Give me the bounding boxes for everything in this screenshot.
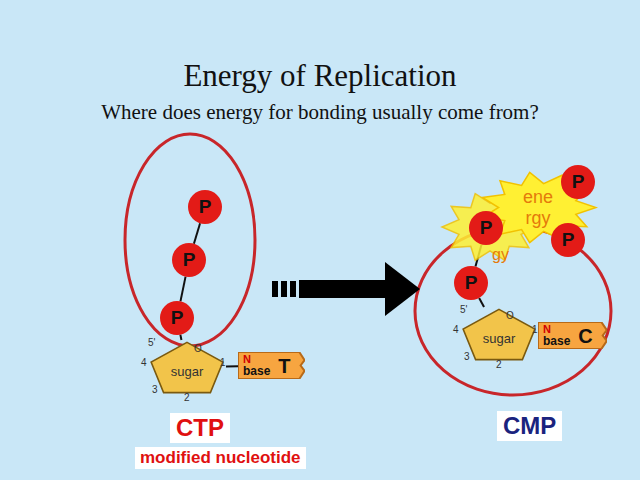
bond-stroke [180,335,181,340]
bond-stroke [479,298,484,307]
sugar-label: sugar [483,323,516,346]
energy-label: gy [492,246,509,264]
carbon-number: 3 [152,384,158,395]
base-box: Nbase T [238,352,305,379]
phosphate-circle: P [172,243,206,277]
bond-stroke [226,365,238,367]
carbon-number: 5' [460,304,467,315]
carbon-number: 2 [496,359,502,370]
bond-stroke [180,277,185,302]
phosphate-circle: P [188,190,222,224]
molecule-name: CMP [497,411,562,441]
reaction-arrow [272,262,420,316]
phosphate-label: P [562,229,575,250]
bond-line [180,335,181,340]
base-word: base [543,335,570,347]
phosphate-circle: P [561,165,595,199]
bond-line [479,298,484,307]
group-ellipse [125,134,255,346]
carbon-number: 5' [148,337,155,348]
base-letter: C [578,326,592,346]
base-word: base [243,365,270,377]
sugar-pentagon: sugar [460,307,538,362]
base-box: Nbase C [538,322,607,349]
phosphate-label: P [171,307,184,328]
carbon-number: 4 [453,324,459,335]
base-n: N [243,354,270,365]
bond-line [180,277,185,302]
pentagon-shape [463,309,535,359]
carbon-number: 4 [141,357,147,368]
base-letter: T [278,356,290,376]
carbon-number: 3 [464,351,470,362]
sugar-pentagon: sugar [148,340,226,395]
pentagon-shape [151,342,223,392]
note: modified nucleotide [135,447,306,469]
carbon-number: O [194,343,202,354]
phosphate-label: P [480,217,493,238]
subtitle: Where does energy for bonding usually co… [0,100,640,125]
bond-line [226,366,238,367]
phosphate-circle: P [551,223,585,257]
base-shape [238,352,305,379]
carbon-number: O [506,310,514,321]
base-text-column: Nbase [543,324,570,347]
bond-stroke [194,223,200,243]
energy-label: ene rgy [516,187,560,229]
group-ellipse [415,227,611,395]
bond-line [194,223,200,243]
base-shape [538,322,607,349]
carbon-number: 1 [532,324,538,335]
phosphate-label: P [183,249,196,270]
phosphate-circle: P [454,266,488,300]
phosphate-circle: P [160,301,194,335]
base-text-column: Nbase [243,354,270,377]
base-n: N [543,324,570,335]
phosphate-label: P [572,171,585,192]
carbon-number: 1 [220,357,226,368]
molecule-name: CTP [170,413,230,443]
phosphate-circle: P [469,211,503,245]
sugar-label: sugar [171,356,204,379]
phosphate-label: P [465,272,478,293]
slide-title: Energy of Replication [0,58,640,94]
carbon-number: 2 [184,392,190,403]
phosphate-label: P [199,196,212,217]
